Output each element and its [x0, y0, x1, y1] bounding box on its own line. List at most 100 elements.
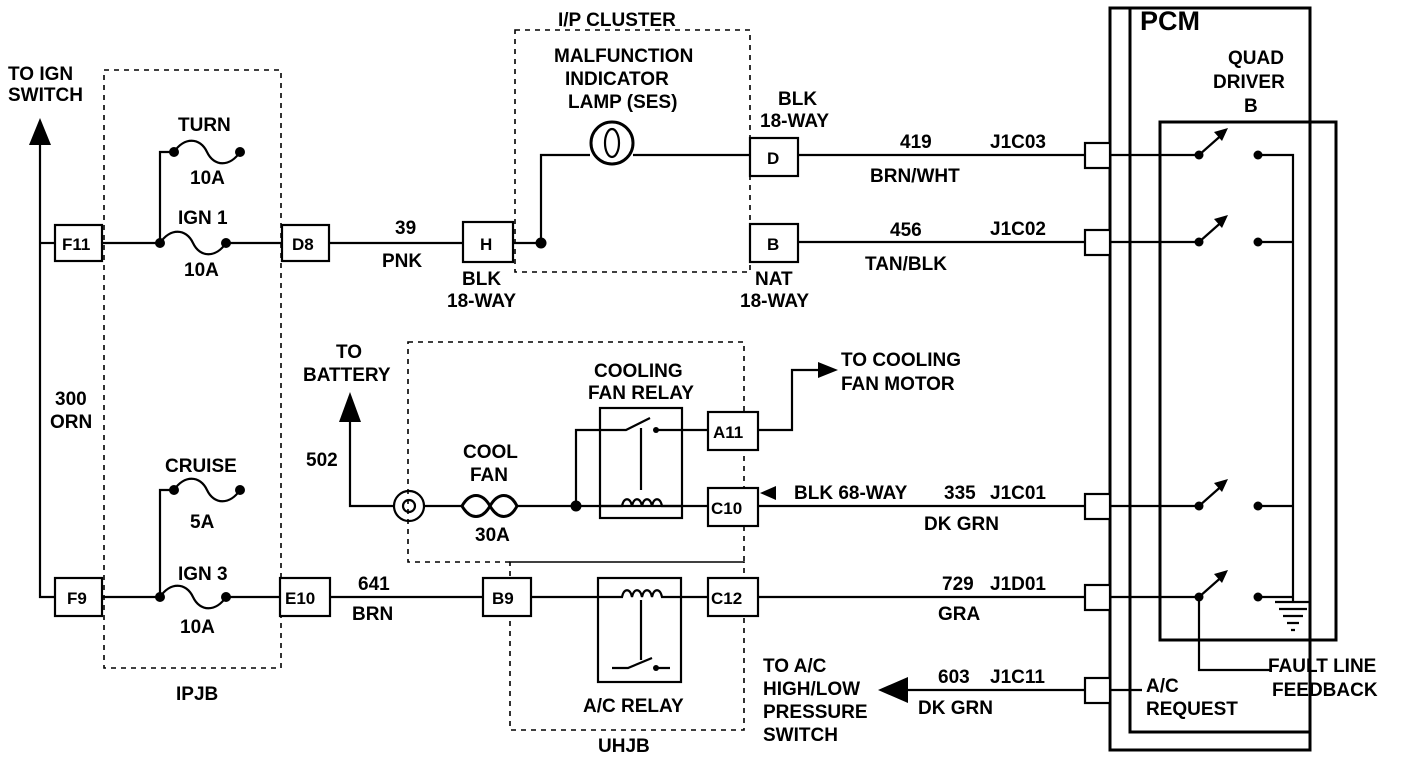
connector-f11: [53, 223, 104, 263]
ip-cluster-box: [514, 29, 751, 273]
wire-456-num: 456: [890, 220, 922, 241]
fuse-cruise-dot-a: [169, 485, 179, 495]
wire-729-color: GRA: [938, 604, 981, 625]
cfr-label-1: COOLING: [594, 361, 683, 382]
ign1-amp: 10A: [184, 260, 219, 281]
fuse-turn-dot-a: [169, 147, 179, 157]
pin-j1c11: J1C11: [990, 667, 1045, 688]
pcm-pin-j1c01: [1083, 492, 1112, 521]
fuse-cruise: [173, 477, 241, 503]
pin-j1d01: J1D01: [990, 574, 1046, 595]
battery-terminal-inner: [401, 498, 417, 514]
h-conn-label-1: BLK: [462, 269, 501, 290]
pin-j1c01: J1C01: [990, 483, 1046, 504]
cool-fan-amp: 30A: [475, 525, 510, 546]
h-conn-label-2: 18-WAY: [447, 291, 516, 312]
pcm-pin-j1c03: [1083, 141, 1112, 170]
to-battery-1: TO: [336, 342, 362, 363]
ipjb-label: IPJB: [176, 684, 218, 705]
wire-456-color: TAN/BLK: [865, 254, 947, 275]
mil-lamp-filament: [603, 127, 621, 159]
connector-h-label: H: [480, 235, 492, 254]
quad-label-2: DRIVER: [1213, 72, 1285, 93]
connector-e10: [278, 576, 332, 618]
to-ac-label-3: PRESSURE: [763, 702, 868, 723]
fault-feedback-line: [1197, 597, 1270, 672]
wire-335-color: DK GRN: [924, 514, 999, 535]
cruise-label: CRUISE: [165, 456, 237, 477]
uhjb-box-lower: [509, 561, 745, 731]
arrow-left-ac: [878, 677, 908, 703]
fuse-cruise-dot-b: [235, 485, 245, 495]
quad-switch-1: [1194, 128, 1263, 160]
fuse-ign3-dot-b: [221, 592, 231, 602]
fuse-ign3: [159, 584, 227, 610]
wire-502-label: 502: [306, 450, 338, 471]
wire-300-num: 300: [55, 389, 87, 410]
arrow-right-cooling: [818, 362, 838, 378]
connector-c12-label: C12: [711, 589, 742, 608]
quad-switch-3: [1194, 479, 1263, 511]
pin-j1c03: J1C03: [990, 132, 1046, 153]
ac-relay-contact: [653, 665, 659, 671]
connector-b: [748, 222, 800, 264]
mil-label-3: LAMP (SES): [568, 92, 677, 113]
quad-label-1: QUAD: [1228, 48, 1284, 69]
to-cfm-label-2: FAN MOTOR: [841, 374, 955, 395]
battery-terminal-outer: [392, 489, 426, 523]
pcm-inner-wall: [1128, 8, 1310, 734]
to-ac-label-2: HIGH/LOW: [763, 679, 860, 700]
ac-req-label-1: A/C: [1146, 676, 1179, 697]
blk68-label: BLK 68-WAY: [794, 483, 908, 504]
wire-641-num: 641: [358, 574, 390, 595]
cfr-label-2: FAN RELAY: [588, 383, 694, 404]
quad-driver-box: [1158, 120, 1338, 642]
fuse-ign1-dot-b: [221, 238, 231, 248]
uhjb-label: UHJB: [598, 736, 650, 757]
pcm-label: PCM: [1140, 6, 1200, 36]
cruise-amp: 5A: [190, 512, 215, 533]
wire-turn-branch: [158, 150, 174, 243]
cfr-switch: [600, 417, 682, 432]
fault-label-1: FAULT LINE: [1268, 656, 1376, 677]
pin-j1c02: J1C02: [990, 219, 1046, 240]
b-conn-label-1: NAT: [755, 269, 793, 290]
connector-c10-label: C10: [711, 499, 742, 518]
cooling-fan-relay-box: [598, 406, 684, 520]
ign3-label: IGN 3: [178, 564, 228, 585]
mil-lamp-icon: [589, 120, 635, 166]
wire-cruise-branch: [158, 488, 174, 597]
connector-b9: [481, 576, 533, 618]
connector-e10-label: E10: [285, 589, 315, 608]
wire-a11-motor: [682, 368, 818, 432]
connector-f9-label: F9: [67, 589, 87, 608]
connector-f11-label: F11: [62, 235, 90, 254]
connector-d8-label: D8: [292, 235, 314, 254]
ign3-amp: 10A: [180, 617, 215, 638]
cool-fan-label-2: FAN: [470, 465, 508, 486]
to-cfm-label-1: TO COOLING: [841, 350, 961, 371]
b-conn-label-2: 18-WAY: [740, 291, 809, 312]
mil-label-2: INDICATOR: [565, 69, 669, 90]
ip-cluster-label: I/P CLUSTER: [558, 10, 676, 31]
ign1-label: IGN 1: [178, 208, 228, 229]
arrow-up-ign: [29, 118, 51, 145]
wire-splice-relay: [574, 428, 600, 506]
wire-729-num: 729: [942, 574, 974, 595]
to-battery-2: BATTERY: [303, 365, 391, 386]
to-ac-label-4: SWITCH: [763, 725, 838, 746]
cfr-coil: [600, 498, 682, 508]
fuse-turn-dot-b: [235, 147, 245, 157]
ac-relay-box: [596, 576, 683, 684]
uhjb-box: [407, 341, 745, 563]
ground-icon: [1275, 600, 1311, 632]
connector-f9: [53, 576, 104, 618]
connector-c12: [706, 576, 760, 618]
to-ac-label-1: TO A/C: [763, 656, 827, 677]
fault-label-2: FEEDBACK: [1272, 680, 1378, 701]
wire-39-color: PNK: [382, 251, 422, 272]
pcm-outline: [1108, 6, 1312, 752]
cool-fan-label-1: COOL: [463, 442, 518, 463]
arrow-up-battery: [339, 392, 361, 422]
